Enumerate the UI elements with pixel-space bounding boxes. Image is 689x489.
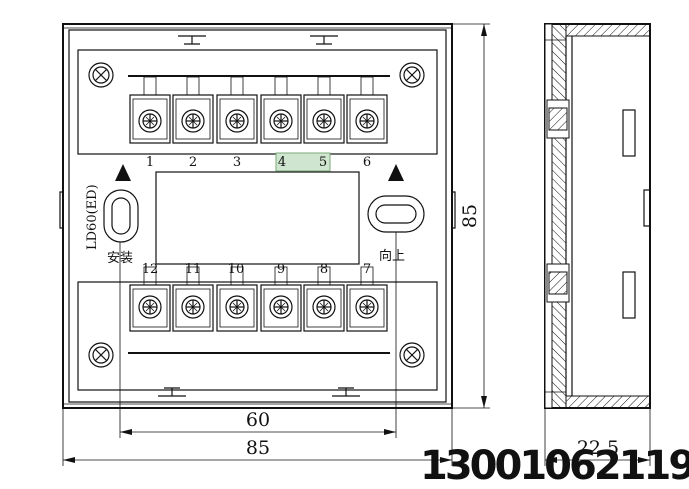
dimension-outer-width: 85 bbox=[246, 437, 270, 459]
model-label: LD60(ED) bbox=[85, 184, 100, 250]
dimension-lines: 60 85 85 22.5 bbox=[62, 23, 651, 466]
outer-frame bbox=[62, 23, 453, 409]
dimension-depth: 22.5 bbox=[577, 437, 619, 459]
terminal-strip-bottom bbox=[77, 281, 438, 391]
highlight-terminals-4-5 bbox=[275, 152, 331, 172]
terminal-label-10: 10 bbox=[228, 262, 245, 277]
front-view: 1 2 3 4 5 6 12 11 10 9 8 7 LD60(ED) 安装 向… bbox=[59, 23, 456, 409]
bottom-terminal-12 bbox=[129, 266, 171, 332]
bottom-terminal-11 bbox=[172, 266, 214, 332]
clip-tab-bottom-right bbox=[332, 387, 360, 397]
terminal-label-11: 11 bbox=[185, 262, 202, 277]
terminal-label-9: 9 bbox=[277, 262, 285, 277]
side-view bbox=[544, 23, 651, 409]
terminal-label-7: 7 bbox=[363, 262, 371, 277]
clip-tab-top-right bbox=[310, 35, 338, 45]
terminal-label-2: 2 bbox=[189, 155, 197, 170]
terminal-numbers-bottom: 12 11 10 9 8 7 bbox=[142, 262, 371, 277]
dimension-inner-width: 60 bbox=[246, 409, 270, 431]
terminal-label-1: 1 bbox=[146, 155, 154, 170]
terminal-label-3: 3 bbox=[233, 155, 241, 170]
bottom-terminal-10 bbox=[216, 266, 258, 332]
dimension-height: 85 bbox=[459, 204, 481, 228]
clip-tab-top-left bbox=[178, 35, 206, 45]
top-terminal-6 bbox=[346, 76, 388, 144]
up-label: 向上 bbox=[379, 248, 405, 264]
up-arrow-right-icon bbox=[388, 164, 404, 181]
terminal-strip-top bbox=[77, 49, 438, 155]
terminal-numbers-top: 1 2 3 4 5 6 bbox=[146, 155, 371, 170]
terminal-label-5: 5 bbox=[319, 155, 327, 170]
top-terminal-3 bbox=[216, 76, 258, 144]
inner-frame bbox=[68, 29, 447, 403]
clip-tab-bottom-left bbox=[158, 387, 186, 397]
bottom-terminal-7 bbox=[346, 266, 388, 332]
bottom-terminal-8 bbox=[303, 266, 345, 332]
bottom-terminal-9 bbox=[260, 266, 302, 332]
mount-slot-vertical bbox=[103, 189, 139, 243]
terminal-label-12: 12 bbox=[142, 262, 159, 277]
phone-number: 13001062119 bbox=[420, 443, 689, 489]
terminal-label-6: 6 bbox=[363, 155, 371, 170]
terminal-label-4: 4 bbox=[278, 155, 286, 170]
corner-screw-bottom-right bbox=[399, 342, 425, 368]
mount-slot-horizontal bbox=[367, 195, 425, 233]
top-terminal-4 bbox=[260, 76, 302, 144]
top-terminal-2 bbox=[172, 76, 214, 144]
display-window bbox=[155, 171, 360, 265]
terminal-row-top bbox=[128, 75, 390, 144]
terminal-row-bottom bbox=[128, 266, 390, 354]
terminal-label-8: 8 bbox=[320, 262, 328, 277]
corner-screw-top-right bbox=[399, 62, 425, 88]
up-arrow-left-icon bbox=[115, 164, 131, 181]
corner-screw-top-left bbox=[88, 62, 114, 88]
top-terminal-1 bbox=[129, 76, 171, 144]
corner-screw-bottom-left bbox=[88, 342, 114, 368]
top-terminal-5 bbox=[303, 76, 345, 144]
